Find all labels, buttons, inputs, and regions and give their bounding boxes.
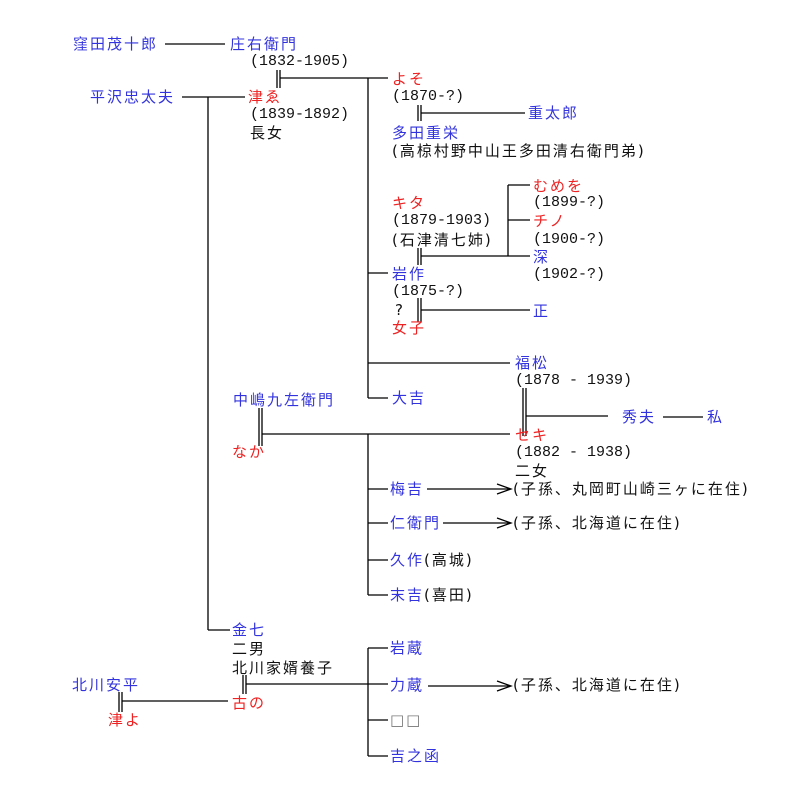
person-hideo: 秀夫 xyxy=(622,408,657,426)
person-yoso: よそ xyxy=(392,70,427,88)
person-kyusaku: 久作 xyxy=(390,551,425,569)
person-tsue-years: (1839-1892) xyxy=(250,106,350,123)
person-chino-years: (1900-?) xyxy=(533,231,606,248)
person-shoemon: 庄右衛門 xyxy=(230,35,299,53)
arrowhead-icon xyxy=(496,517,513,529)
person-chino: チノ xyxy=(533,212,567,230)
person-kichino: 古の xyxy=(232,694,267,712)
person-kinshichi-note1: 二男 xyxy=(232,640,267,658)
person-kita-years: (1879-1903) xyxy=(392,212,492,229)
person-naka: なか xyxy=(232,443,267,461)
person-kinshichi: 金七 xyxy=(232,621,267,639)
person-kyusaku-note: (高城) xyxy=(424,551,474,569)
person-daikichi: 大吉 xyxy=(392,389,427,407)
person-suekichi-row: 末吉(喜田) xyxy=(390,586,474,604)
person-niemon: 仁衛門 xyxy=(390,514,442,532)
person-fukumatsu-years: (1878 - 1939) xyxy=(515,372,633,389)
person-niemon-note: (子孫、北海道に在住) xyxy=(513,514,682,532)
person-tsue: 津ゑ xyxy=(248,88,283,106)
person-watashi: 私 xyxy=(707,408,725,426)
person-iwasaku: 岩作 xyxy=(392,265,427,283)
person-kinshichi-note2: 北川家婿養子 xyxy=(232,659,335,677)
person-seki-note: 二女 xyxy=(515,462,550,480)
person-seki-years: (1882 - 1938) xyxy=(515,444,633,461)
person-umekichi-note: (子孫、丸岡町山崎三ヶに在住) xyxy=(513,480,750,498)
person-fukumatsu: 福松 xyxy=(515,354,550,372)
person-unknown-child: □□ xyxy=(390,711,423,729)
person-mumewo: むめを xyxy=(533,177,585,195)
person-shoemon-years: (1832-1905) xyxy=(250,53,350,70)
person-kichinohako: 吉之函 xyxy=(390,747,442,765)
person-suekichi: 末吉 xyxy=(390,586,425,604)
person-kyusaku-row: 久作(高城) xyxy=(390,551,474,569)
person-kita: キタ xyxy=(392,194,427,212)
person-tada-shigeei-note: (高椋村野中山王多田清右衛門弟) xyxy=(392,142,646,160)
person-fuka-years: (1902-?) xyxy=(533,266,606,283)
person-suekichi-note: (喜田) xyxy=(424,586,474,604)
person-fuka: 深 xyxy=(533,248,551,266)
person-yoso-years: (1870-?) xyxy=(392,88,465,105)
person-rikizo-note: (子孫、北海道に在住) xyxy=(513,676,682,694)
person-rikizo: 力蔵 xyxy=(390,676,425,694)
person-kitagawa-yasuhei: 北川安平 xyxy=(72,676,141,694)
person-iwasaku-wife-unknown: ? xyxy=(395,301,405,319)
person-iwasaku-years: (1875-?) xyxy=(392,283,465,300)
person-jutaro: 重太郎 xyxy=(528,104,580,122)
person-iwazo: 岩蔵 xyxy=(390,639,425,657)
person-tsue-note: 長女 xyxy=(250,124,285,142)
arrowhead-icon xyxy=(496,483,513,495)
person-tada-shigeei: 多田重栄 xyxy=(392,124,461,142)
person-umekichi: 梅吉 xyxy=(390,480,425,498)
arrowhead-icon xyxy=(496,680,513,692)
person-tsuyo: 津よ xyxy=(108,711,143,729)
person-kita-note: (石津清七姉) xyxy=(392,231,493,249)
person-nakajima-kuzaemon: 中嶋九左衛門 xyxy=(233,391,336,409)
person-tadashi: 正 xyxy=(533,302,551,320)
person-kubota-moshujuro: 窪田茂十郎 xyxy=(73,35,159,53)
person-seki: セキ xyxy=(515,426,550,444)
person-mumewo-years: (1899-?) xyxy=(533,194,606,211)
person-iwasaku-wife: 女子 xyxy=(392,319,427,337)
person-hirasawa-chudayu: 平沢忠太夫 xyxy=(90,88,176,106)
